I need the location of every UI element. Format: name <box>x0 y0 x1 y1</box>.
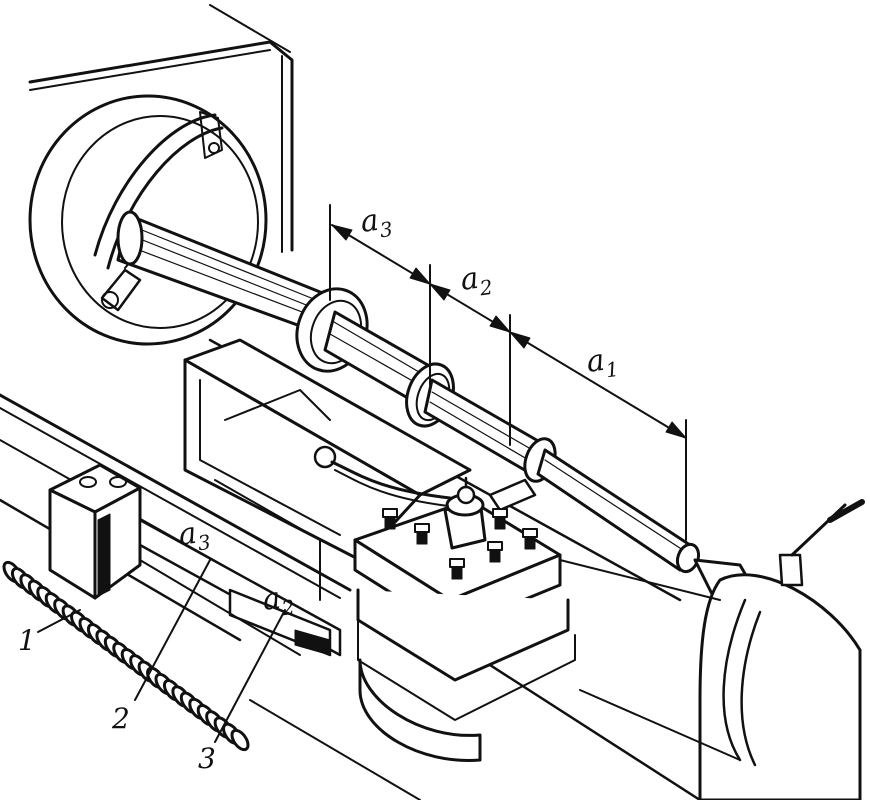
workpiece-shaft <box>116 210 701 574</box>
faceplate <box>28 94 268 346</box>
lead-screw-coil <box>230 728 250 752</box>
tailstock <box>693 499 865 800</box>
callout-leaders <box>37 559 286 743</box>
compound-bolts <box>382 508 538 580</box>
lead-screw <box>2 560 250 752</box>
callout-1: 1 <box>18 624 36 657</box>
stop-labels: a3 a2 <box>176 514 296 621</box>
compound-slide <box>353 498 576 762</box>
dimension-lines <box>329 204 687 541</box>
dimension-label-a1: a1 <box>584 341 620 385</box>
callout-3: 3 <box>198 742 216 775</box>
stop-clamp-block <box>48 463 142 600</box>
tool-post <box>443 476 537 550</box>
callouts: 1 2 3 <box>18 624 216 775</box>
dimension-label-a3: a3 <box>358 201 394 245</box>
dimension-label-a2: a2 <box>458 259 494 303</box>
stop-label-a3: a3 <box>176 514 212 558</box>
callout-2: 2 <box>111 702 130 735</box>
clamp-lever <box>313 445 452 507</box>
headstock <box>28 4 294 253</box>
stop-bars <box>138 518 342 657</box>
dimension-labels: a3 a2 a1 <box>358 201 620 385</box>
